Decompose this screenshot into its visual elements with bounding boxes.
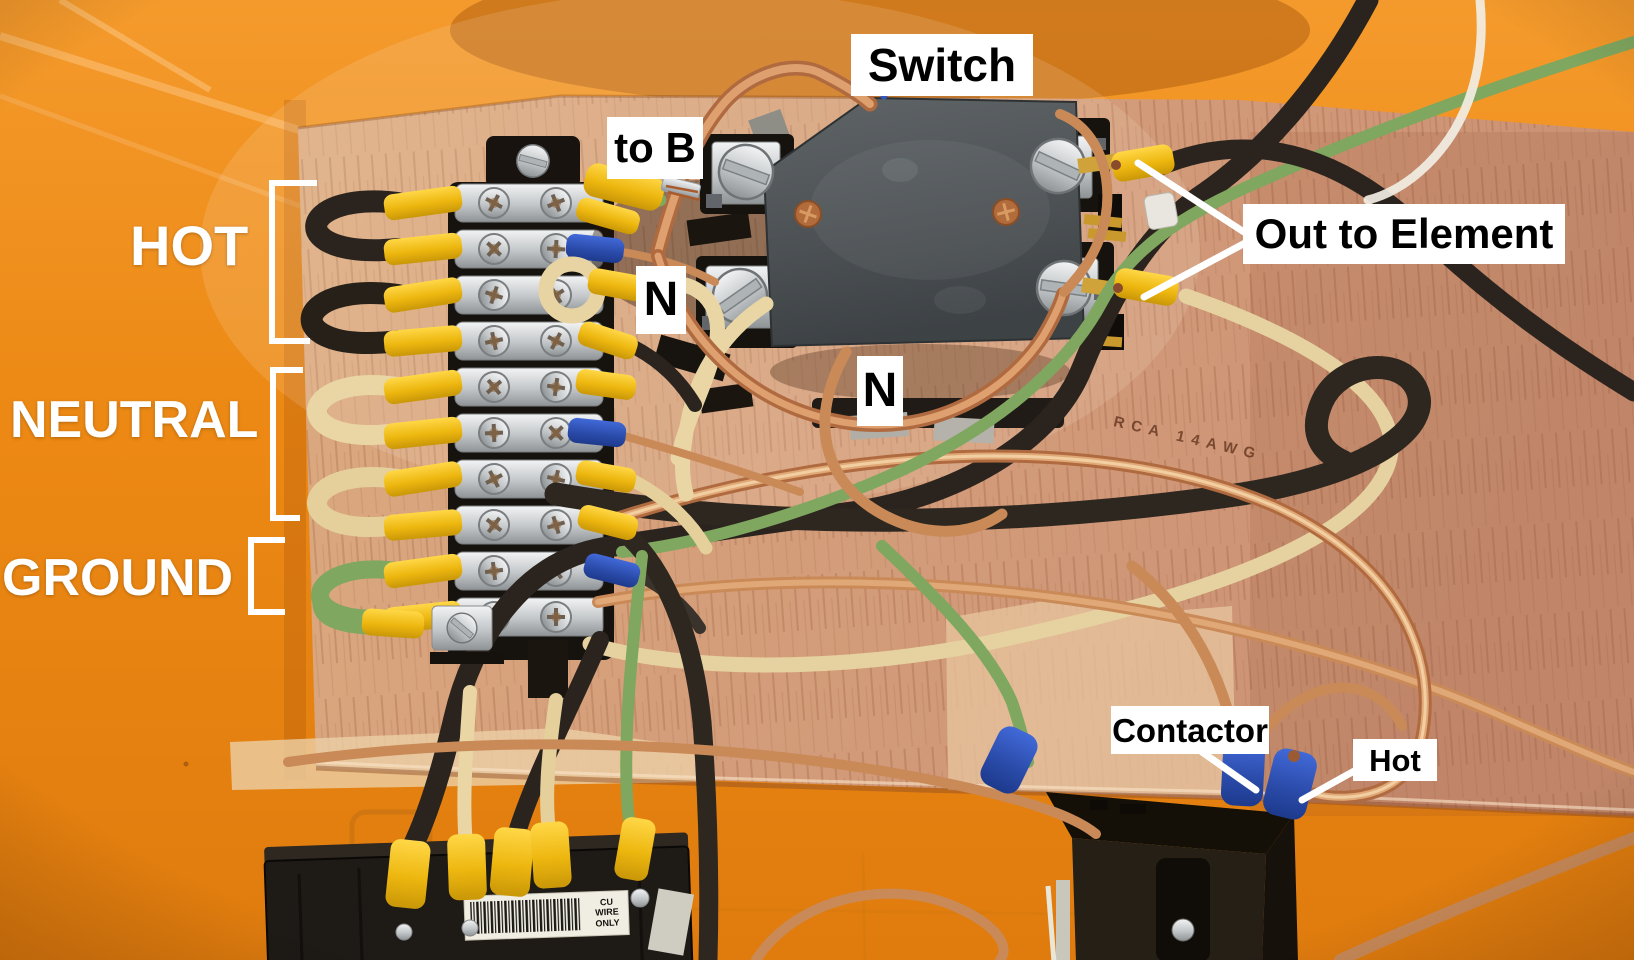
label-ground-group: GROUND: [2, 549, 234, 607]
label-neutral-switch: N: [636, 266, 686, 334]
label-switch: Switch: [851, 34, 1033, 96]
label-contactor: Contactor: [1111, 706, 1269, 754]
label-hot-wire: Hot: [1353, 739, 1437, 781]
label-to-b: to B: [607, 117, 703, 179]
label-neutral-mid: N: [857, 356, 903, 426]
label-out-to-element: Out to Element: [1243, 204, 1565, 264]
breaker-marking: CU WIRE ONLY: [594, 896, 620, 929]
label-hot-group: HOT: [130, 214, 249, 277]
label-neutral-group: NEUTRAL: [10, 391, 259, 449]
